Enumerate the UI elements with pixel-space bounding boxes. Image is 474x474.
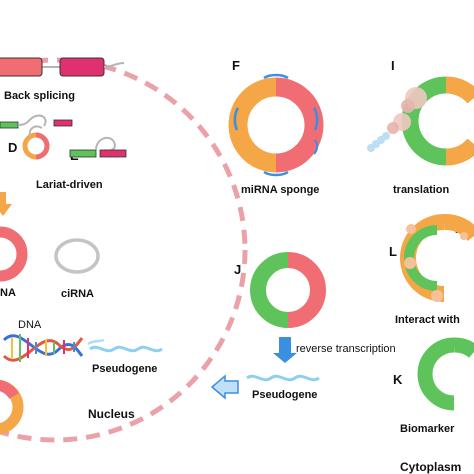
panel-letter-l: L — [389, 244, 397, 259]
blue-export-arrow — [210, 374, 239, 400]
panel-letter-k: K — [393, 372, 403, 387]
back-splicing-label: Back splicing — [4, 90, 75, 102]
reverse-transcription-circle — [250, 252, 326, 328]
panel-letter-i: I — [391, 58, 395, 73]
lariat-driven-label: Lariat-driven — [36, 179, 103, 191]
pseudogene-wave-cytoplasm — [246, 374, 320, 382]
interact-with-label: Interact with — [395, 314, 460, 326]
cytoplasm-label: Cytoplasm — [400, 460, 461, 474]
lariat-small-circle — [22, 125, 50, 160]
mirna-sponge-label: miRNA sponge — [241, 184, 319, 196]
nucleus-membrane — [0, 57, 248, 443]
lariat-gene-fragments — [0, 114, 73, 129]
circrna-bottom-left — [0, 379, 24, 435]
ecirna-label: NA — [0, 287, 16, 299]
panel-letter-d: D — [8, 140, 17, 155]
ribosome-beads — [367, 87, 427, 152]
dna-label: DNA — [18, 319, 42, 331]
cirna-loop — [54, 238, 100, 274]
pseudogene-wave-nucleus — [89, 345, 163, 353]
ecirna-circle — [0, 226, 28, 282]
back-splicing-gene — [0, 57, 125, 77]
exon-pink — [0, 57, 43, 77]
biomarker-label: Biomarker — [400, 423, 455, 435]
rbp-circle — [400, 214, 474, 302]
dna-helix — [2, 334, 84, 362]
orange-down-arrow — [0, 192, 12, 216]
reverse-transcription-arrow — [273, 337, 297, 363]
panel-letter-j: J — [234, 262, 241, 277]
lariat-e-fragments — [69, 136, 127, 158]
translation-label: translation — [393, 184, 450, 196]
pseudogene-cytoplasm-label: Pseudogene — [252, 389, 317, 401]
panel-letter-f: F — [232, 58, 240, 73]
nucleus-label: Nucleus — [88, 407, 135, 421]
reverse-transcription-label: reverse transcription — [296, 343, 396, 355]
cirna-label: ciRNA — [61, 288, 94, 300]
exon-magenta — [59, 57, 105, 77]
biomarker-circle — [417, 337, 474, 411]
mirna-sponge-circle — [228, 73, 324, 177]
pseudogene-nucleus-label: Pseudogene — [92, 363, 157, 375]
